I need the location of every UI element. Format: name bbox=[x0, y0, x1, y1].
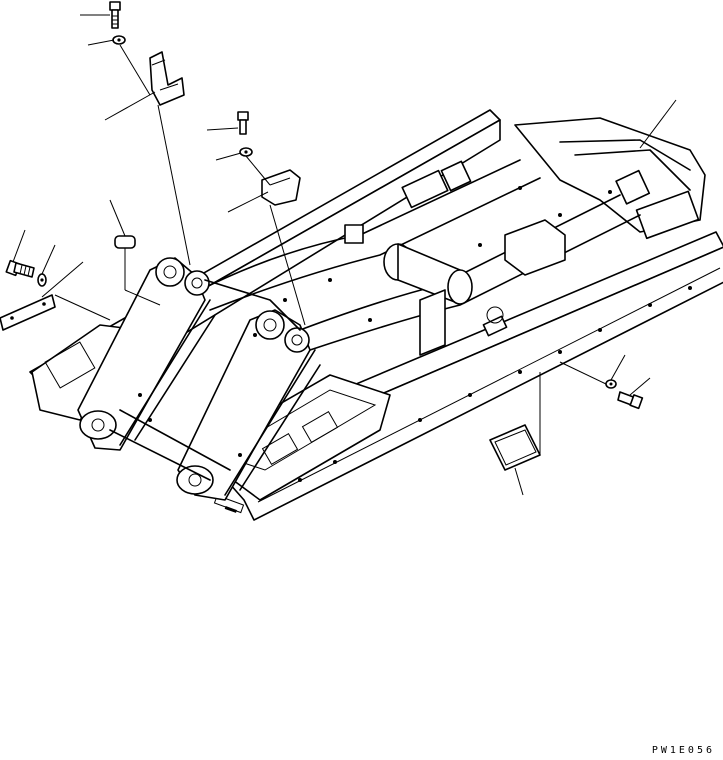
bolt-top-left bbox=[109, 1, 121, 29]
mid-cross-box bbox=[504, 219, 566, 276]
bolt-top-center bbox=[237, 111, 249, 135]
leader-lines bbox=[12, 14, 677, 496]
rail-holes bbox=[138, 186, 692, 513]
center-cross-tube bbox=[383, 243, 473, 305]
plate-left bbox=[0, 294, 56, 331]
bracket-top-center bbox=[261, 169, 301, 206]
bracket-top-left bbox=[149, 51, 185, 106]
cover-plate-right bbox=[489, 424, 541, 471]
right-arm-tower bbox=[176, 309, 321, 501]
plug bbox=[114, 235, 136, 249]
drawing-code: PW1E056 bbox=[651, 745, 715, 756]
bolt-right bbox=[617, 391, 644, 410]
bolt-left bbox=[5, 259, 35, 278]
main-frame bbox=[29, 109, 723, 521]
